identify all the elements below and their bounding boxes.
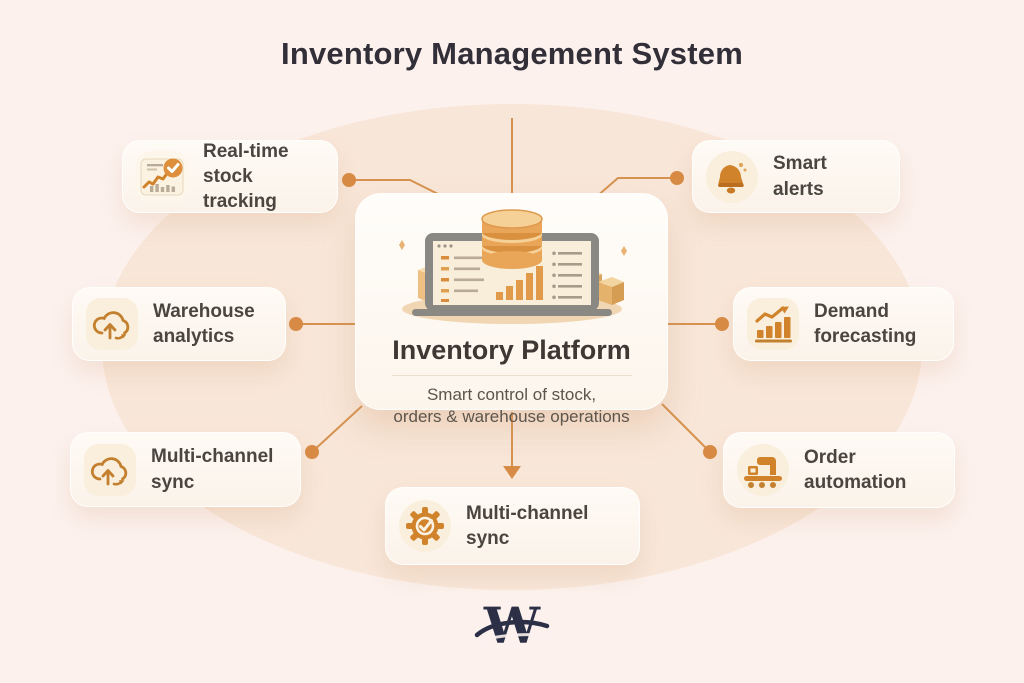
feature-label: Smart alerts: [773, 151, 827, 201]
gear-check-icon: [406, 507, 444, 545]
feature-label: Warehouse analytics: [153, 299, 255, 349]
icon-chip: [136, 150, 188, 203]
inventory-illustration: [398, 209, 627, 324]
bell-icon: [718, 162, 747, 193]
feature-label-line1: Smart: [773, 153, 827, 175]
feature-label: Real-time stock tracking: [203, 139, 325, 214]
feature-card-demand-forecasting[interactable]: Demand forecasting: [733, 287, 954, 361]
feature-label: Demand forecasting: [814, 299, 916, 349]
feature-label: Order automation: [804, 445, 906, 495]
feature-label-line1: Multi-channel: [151, 446, 274, 468]
brand-logo-w-monogram: W: [474, 596, 550, 655]
feature-label: Multi-channel sync: [466, 501, 627, 551]
feature-label-line2: forecasting: [814, 326, 917, 347]
icon-chip: [86, 298, 138, 350]
feature-label-line2: alerts: [773, 178, 824, 200]
bar-chart-arrow-icon: [755, 306, 792, 343]
feature-card-multi-channel-sync-bottom[interactable]: Multi-channel sync: [385, 487, 640, 565]
feature-label-line1: Demand: [814, 300, 889, 322]
icon-chip: [706, 150, 758, 203]
icon-chip: [747, 298, 799, 350]
feature-label-line1: Real-time: [203, 140, 289, 162]
icon-chip: [399, 500, 451, 552]
feature-label-line2: sync: [151, 471, 195, 493]
subtitle-line1: Smart control of stock,: [426, 385, 597, 404]
feature-label-line2: stock tracking: [203, 165, 277, 213]
center-card-subtitle: Smart control of stock, orders & warehou…: [356, 384, 667, 429]
feature-label-line1: Multi-channel sync: [466, 502, 589, 549]
cloud-upload-icon: [92, 311, 130, 340]
feature-card-warehouse-analytics[interactable]: Warehouse analytics: [72, 287, 286, 361]
feature-card-multi-channel-sync[interactable]: Multi-channel sync: [70, 432, 301, 507]
feature-label-line1: Warehouse: [153, 300, 255, 322]
forklift-icon: [744, 457, 782, 488]
feature-card-smart-alerts[interactable]: Smart alerts: [692, 140, 900, 213]
feature-label-line2: automation: [804, 472, 907, 493]
feature-card-order-automation[interactable]: Order automation: [723, 432, 955, 508]
center-card-title: Inventory Platform: [392, 335, 631, 365]
divider: [391, 375, 632, 376]
line-chart-check-icon: [140, 158, 184, 195]
cloud-upload-icon: [90, 456, 128, 486]
feature-card-real-time-stock-tracking[interactable]: Real-time stock tracking: [122, 140, 338, 213]
feature-label-line1: Order: [804, 446, 856, 468]
inventory-platform-card[interactable]: Inventory Platform Smart control of stoc…: [355, 193, 668, 426]
icon-chip: [737, 444, 789, 496]
subtitle-line2: orders & warehouse operations: [393, 407, 630, 427]
feature-label: Multi-channel sync: [151, 444, 273, 494]
icon-chip: [84, 443, 136, 496]
feature-label-line2: analytics: [153, 326, 235, 347]
page-title: Inventory Management System: [281, 36, 743, 71]
